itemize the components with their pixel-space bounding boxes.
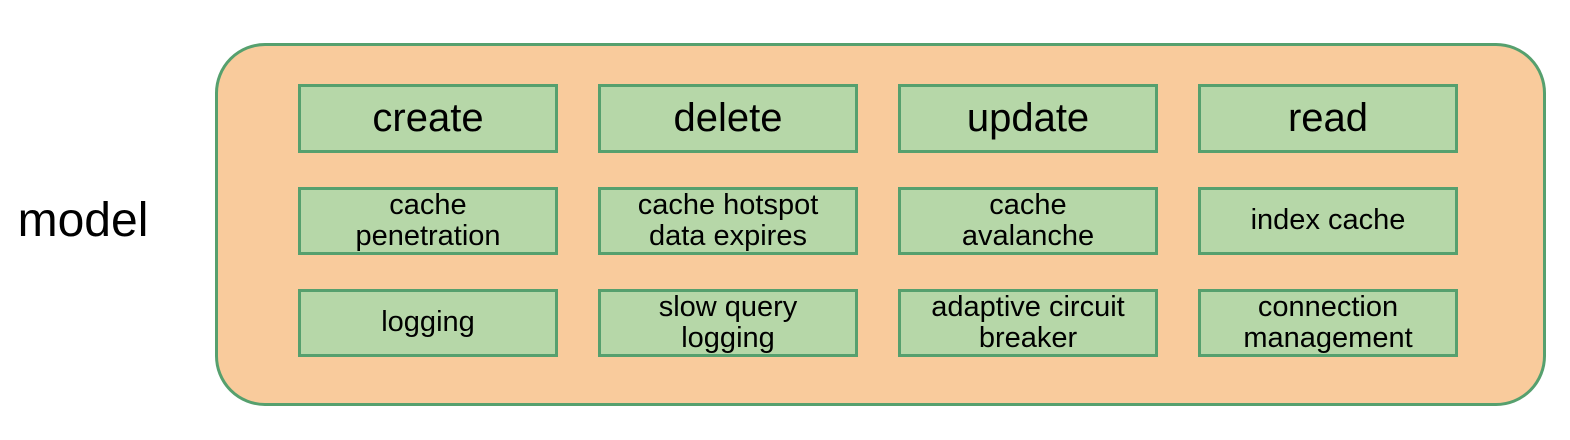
operations-grid: create delete update read cache penetrat… — [218, 46, 1543, 357]
box-cache-hotspot-data-expires: cache hotspot data expires — [598, 187, 858, 255]
box-slow-query-logging: slow query logging — [598, 289, 858, 357]
box-logging: logging — [298, 289, 558, 357]
box-cache-avalanche: cache avalanche — [898, 187, 1158, 255]
box-create: create — [298, 84, 558, 153]
box-index-cache: index cache — [1198, 187, 1458, 255]
box-read: read — [1198, 84, 1458, 153]
box-connection-management: connection management — [1198, 289, 1458, 357]
box-cache-penetration: cache penetration — [298, 187, 558, 255]
box-adaptive-circuit-breaker: adaptive circuit breaker — [898, 289, 1158, 357]
model-container: create delete update read cache penetrat… — [215, 43, 1546, 406]
model-label: model — [17, 194, 149, 247]
box-update: update — [898, 84, 1158, 153]
box-delete: delete — [598, 84, 858, 153]
